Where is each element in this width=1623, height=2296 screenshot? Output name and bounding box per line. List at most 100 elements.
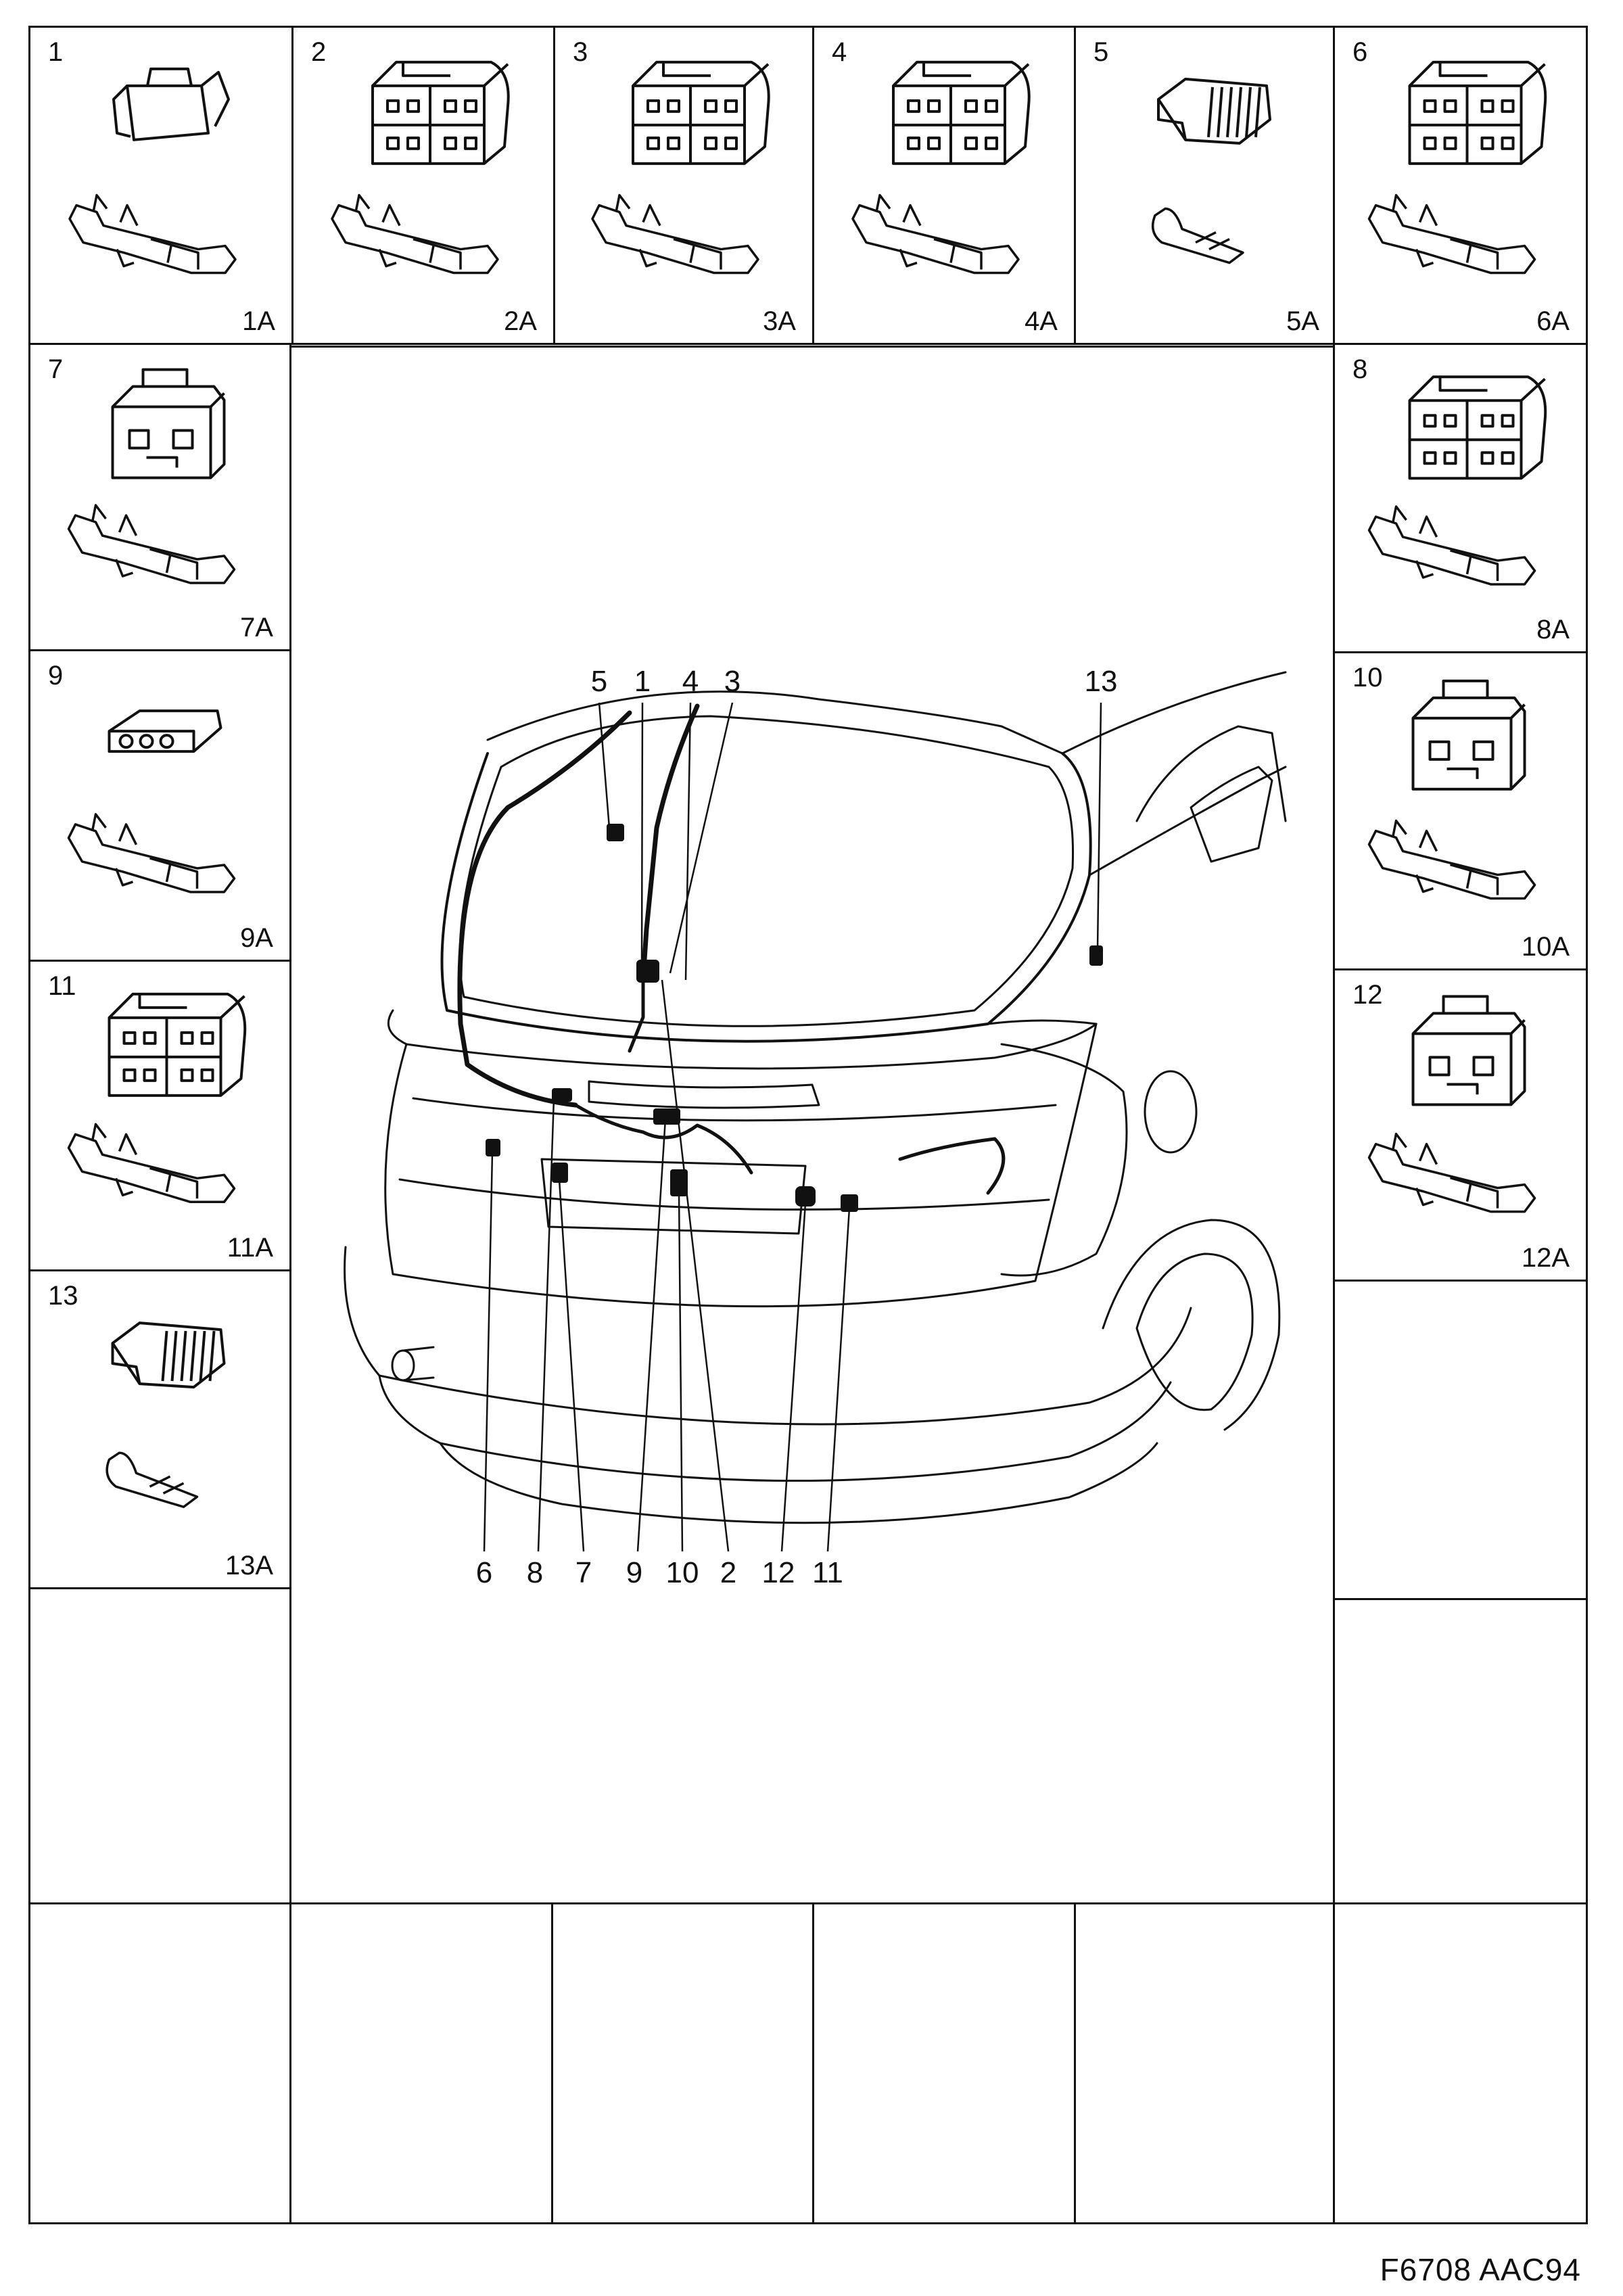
terminal-label: 7A bbox=[240, 613, 273, 642]
terminal-label: 2A bbox=[504, 306, 537, 336]
vehicle-rear-diagram: 5 1 4 3 13 6 8 7 9 10 2 12 11 bbox=[289, 346, 1335, 1904]
connector-housing-icon bbox=[108, 709, 222, 753]
callout-bottom: 11 bbox=[812, 1556, 843, 1589]
connector-number: 9 bbox=[48, 661, 64, 690]
connector-drawing bbox=[1367, 375, 1547, 586]
connector-housing-icon bbox=[108, 992, 247, 1097]
connector-housing-icon bbox=[111, 1321, 226, 1389]
crimp-terminal-icon bbox=[105, 1451, 199, 1508]
terminal-label: 3A bbox=[763, 306, 796, 336]
crimp-terminal-icon bbox=[67, 813, 236, 893]
connector-drawing bbox=[1367, 679, 1536, 900]
connector-housing-icon bbox=[112, 67, 230, 141]
connector-housing-icon bbox=[1411, 995, 1526, 1106]
callout-bottom: 6 bbox=[475, 1556, 493, 1589]
connector-cell-4: 4 4A bbox=[812, 26, 1076, 345]
connector-drawing bbox=[1151, 77, 1271, 264]
empty-cell bbox=[1333, 1280, 1588, 1600]
connector-drawing bbox=[105, 1321, 226, 1508]
crimp-terminal-icon bbox=[331, 193, 499, 275]
crimp-terminal-icon bbox=[1367, 1132, 1536, 1213]
callout-bottom: 7 bbox=[575, 1556, 592, 1589]
connector-cell-5: 5 5A bbox=[1074, 26, 1338, 345]
terminal-label: 5A bbox=[1286, 306, 1319, 336]
terminal-label: 8A bbox=[1536, 615, 1570, 645]
connector-drawing bbox=[1367, 60, 1547, 275]
connector-cell-12: 12 12A bbox=[1333, 968, 1588, 1282]
crimp-terminal-icon bbox=[591, 193, 759, 275]
car-rear-drawing bbox=[344, 671, 1287, 1552]
empty-cell bbox=[1333, 1598, 1588, 1904]
crimp-terminal-icon bbox=[67, 504, 236, 584]
drawing-reference-code: F6708 AAC94 bbox=[1380, 2252, 1581, 2287]
connector-cell-2: 2 2A bbox=[291, 26, 555, 345]
callout-top: 5 bbox=[590, 665, 608, 698]
terminal-label: 11A bbox=[227, 1233, 273, 1263]
connector-number: 1 bbox=[48, 37, 64, 67]
connector-number: 7 bbox=[48, 354, 64, 384]
connector-number: 11 bbox=[48, 971, 76, 1001]
crimp-terminal-icon bbox=[68, 193, 237, 275]
connector-housing-icon bbox=[1411, 679, 1526, 791]
connector-housing-icon bbox=[632, 60, 770, 165]
terminal-label: 9A bbox=[240, 923, 273, 953]
connector-number: 5 bbox=[1093, 37, 1109, 67]
terminal-label: 13A bbox=[225, 1551, 273, 1580]
empty-cell bbox=[1074, 1902, 1335, 2224]
connector-number: 12 bbox=[1352, 980, 1383, 1010]
connector-number: 10 bbox=[1352, 663, 1383, 693]
connector-drawing bbox=[331, 60, 510, 275]
callout-bottom: 2 bbox=[720, 1556, 737, 1589]
connector-housing-icon bbox=[111, 368, 226, 479]
connector-number: 6 bbox=[1352, 37, 1368, 67]
callout-top: 4 bbox=[682, 665, 699, 698]
connector-drawing bbox=[851, 60, 1031, 275]
connector-cell-3: 3 3A bbox=[553, 26, 814, 345]
connector-cell-11: 11 11A bbox=[28, 960, 291, 1271]
crimp-terminal-icon bbox=[851, 193, 1020, 275]
callout-bottom: 9 bbox=[626, 1556, 643, 1589]
connector-cell-7: 7 7A bbox=[28, 343, 291, 651]
callout-top: 13 bbox=[1084, 665, 1118, 698]
connector-housing-icon bbox=[1408, 60, 1547, 165]
crimp-terminal-icon bbox=[1367, 193, 1536, 275]
callout-bottom: 12 bbox=[761, 1556, 795, 1589]
callout-top: 3 bbox=[724, 665, 741, 698]
empty-cell bbox=[289, 1902, 553, 2224]
empty-cell bbox=[28, 1587, 291, 1904]
connector-cell-9: 9 9A bbox=[28, 649, 291, 962]
terminal-label: 1A bbox=[242, 306, 275, 336]
connector-number: 8 bbox=[1352, 354, 1368, 384]
terminal-label: 10A bbox=[1521, 932, 1570, 962]
empty-cell bbox=[812, 1902, 1076, 2224]
empty-cell bbox=[1333, 1902, 1588, 2224]
crimp-terminal-icon bbox=[67, 1123, 236, 1204]
connector-drawing bbox=[67, 709, 236, 893]
crimp-terminal-icon bbox=[1367, 505, 1536, 586]
empty-cell bbox=[551, 1902, 814, 2224]
connector-cell-13: 13 13A bbox=[28, 1269, 291, 1589]
connector-cell-8: 8 8A bbox=[1333, 343, 1588, 653]
connector-drawing bbox=[67, 992, 247, 1204]
connector-cell-10: 10 10A bbox=[1333, 651, 1588, 970]
terminal-label: 6A bbox=[1536, 306, 1570, 336]
connector-number: 3 bbox=[573, 37, 588, 67]
connector-drawing bbox=[67, 368, 236, 584]
terminal-label: 12A bbox=[1521, 1243, 1570, 1273]
callout-top: 1 bbox=[634, 665, 651, 698]
callout-bottom: 10 bbox=[665, 1556, 699, 1589]
connector-cell-6: 6 6A bbox=[1333, 26, 1588, 345]
connector-housing-icon bbox=[371, 60, 510, 165]
connector-drawing bbox=[68, 67, 237, 275]
terminal-label: 4A bbox=[1025, 306, 1058, 336]
crimp-terminal-icon bbox=[1151, 207, 1244, 264]
connector-housing-icon bbox=[892, 60, 1031, 165]
callout-bottom: 8 bbox=[526, 1556, 544, 1589]
connector-housing-icon bbox=[1408, 375, 1547, 480]
connector-number: 13 bbox=[48, 1281, 78, 1311]
connector-drawing bbox=[1367, 995, 1536, 1213]
connector-number: 2 bbox=[311, 37, 327, 67]
connector-number: 4 bbox=[832, 37, 847, 67]
connector-cell-1: 1 1A bbox=[28, 26, 293, 345]
connector-drawing bbox=[591, 60, 770, 275]
